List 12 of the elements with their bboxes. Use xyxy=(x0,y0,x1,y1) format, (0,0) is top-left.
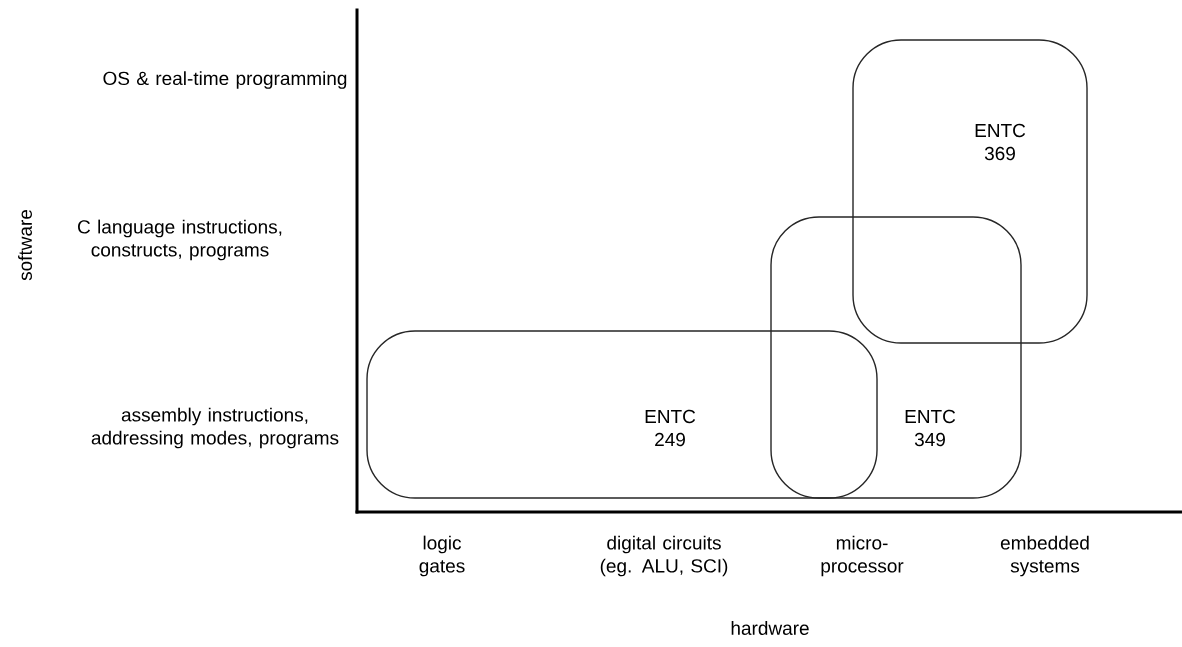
course-box: ENTC 349 xyxy=(770,216,1022,499)
course-box: ENTC 369 xyxy=(852,39,1088,344)
axis-label: OS & real-time programming xyxy=(103,71,347,89)
axis-label: assembly instructions, addressing modes, programs xyxy=(91,407,339,449)
axis-label: embedded systems xyxy=(1000,535,1089,577)
axis-label: C language instructions, constructs, programs xyxy=(78,219,282,261)
axis-label: software xyxy=(18,209,32,281)
course-box: ENTC 249 xyxy=(366,330,878,499)
axis-label: micro-processor xyxy=(821,535,904,577)
axis-label: digital circuits (eg. ALU, SCI) xyxy=(600,535,728,577)
axis-label: logic gates xyxy=(419,535,465,577)
axis-label: hardware xyxy=(731,621,809,635)
